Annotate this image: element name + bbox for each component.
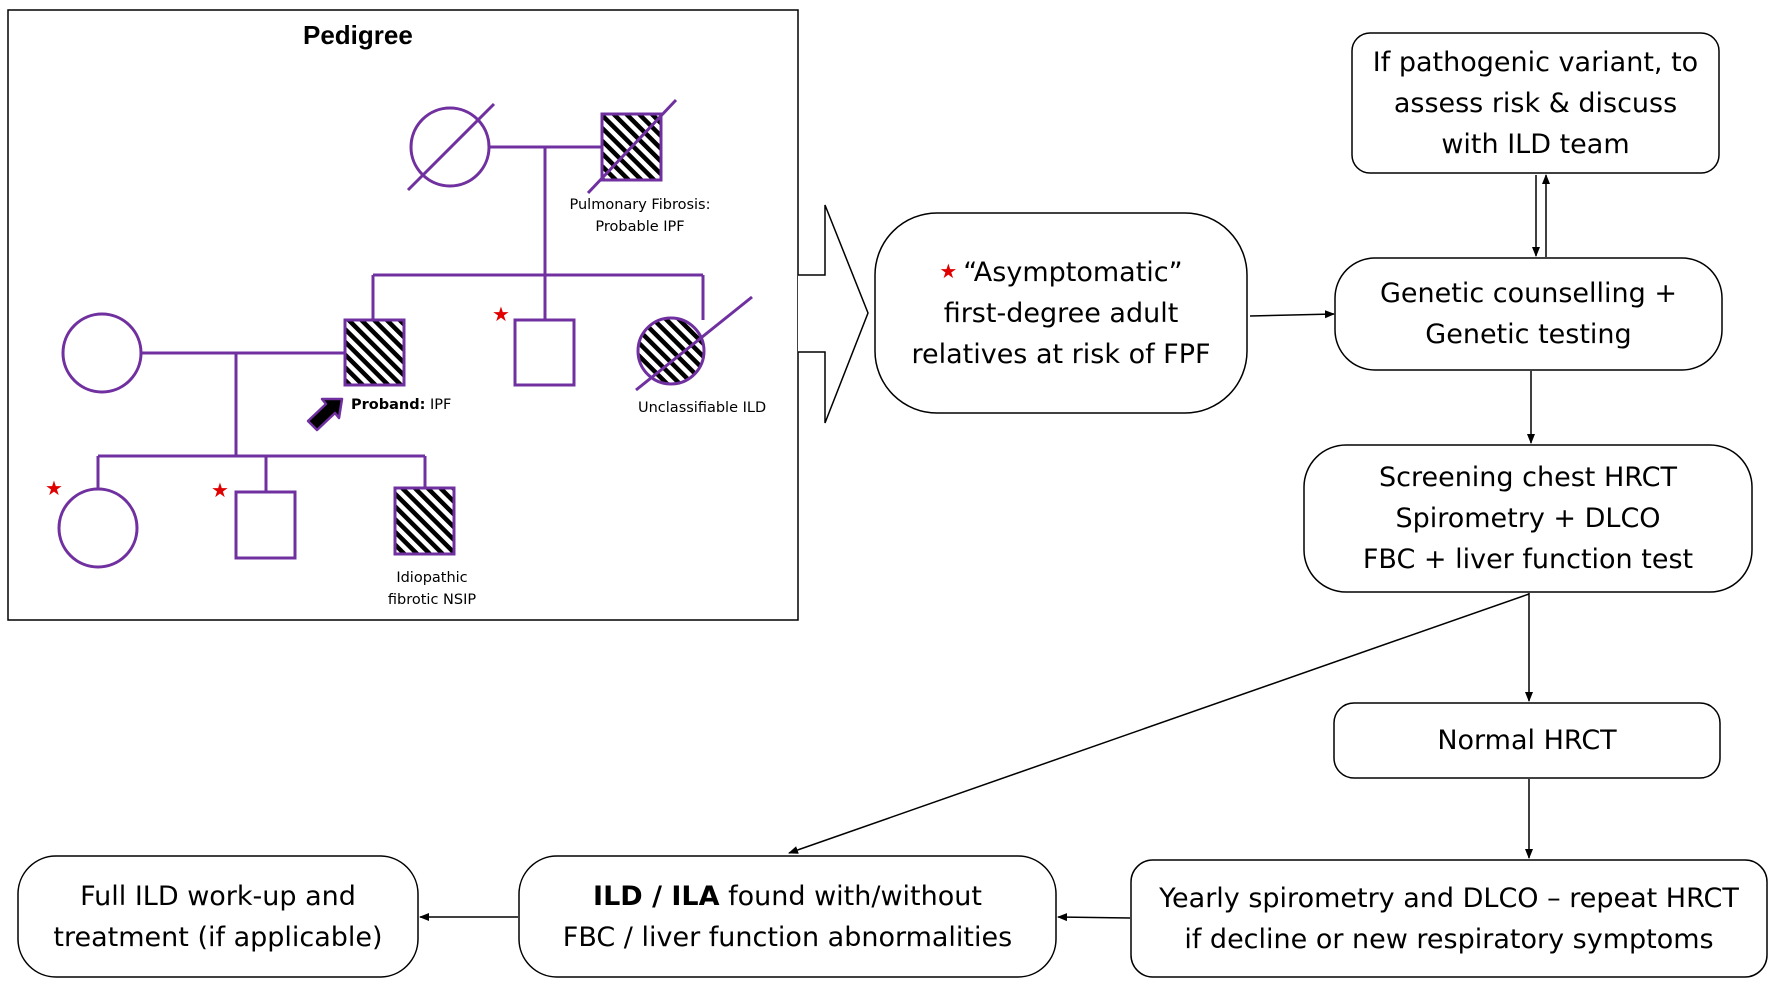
pedigree-to-relatives-arrow (798, 204, 869, 424)
affected-child-label-line2: fibrotic NSIP (387, 592, 477, 608)
sister-label: Unclassifiable ILD (638, 400, 767, 416)
screening-to-ild-arrow (788, 593, 1530, 854)
affected-child-label-line1: Idiopathic (396, 570, 468, 586)
pathogenic-line3: with ILD team (1441, 128, 1630, 160)
at-risk-line3: relatives at risk of FPF (911, 339, 1211, 370)
ild-found-box (518, 855, 1057, 978)
spouse-symbol (61, 312, 143, 394)
full-workup-box (17, 855, 419, 978)
screening-text: Screening chest HRCT Spirometry + DLCO F… (1304, 445, 1752, 592)
relatives-to-genetic-arrow (1249, 310, 1335, 319)
grandfather-label-line1: Pulmonary Fibrosis: (569, 197, 711, 213)
grandfather-deceased-slash (586, 98, 678, 195)
genetic-line2: Genetic testing (1425, 319, 1632, 350)
at-risk-line1: ★“Asymptomatic” (939, 257, 1183, 288)
at-risk-relatives-box (874, 212, 1248, 414)
ild-line2: FBC / liver function abnormalities (562, 921, 1013, 953)
workup-line1: Full ILD work-up and (80, 880, 356, 912)
screening-line3: FBC + liver function test (1362, 544, 1694, 575)
pathogenic-line2: assess risk & discuss (1393, 87, 1678, 119)
at-risk-star: ★ (939, 259, 958, 283)
grandfather-label: Pulmonary Fibrosis: Probable IPF (560, 194, 720, 238)
normal-hrct-text: Normal HRCT (1334, 703, 1720, 778)
at-risk-line2: first-degree adult (943, 298, 1179, 329)
yearly-monitoring-box (1130, 859, 1768, 978)
proband-arrow (306, 397, 344, 432)
screening-line1: Screening chest HRCT (1378, 462, 1678, 493)
sister-symbol (636, 316, 706, 386)
sibling-symbol (513, 318, 576, 387)
pedigree-title: Pedigree (303, 20, 413, 50)
proband-label-bold: Proband: (351, 397, 426, 413)
proband-label: Proband: IPF (351, 394, 451, 416)
full-workup-text: Full ILD work-up and treatment (if appli… (18, 856, 418, 977)
ild-line1-bold: ILD / ILA (593, 880, 720, 912)
workup-line2: treatment (if applicable) (53, 921, 383, 953)
daughter-symbol (57, 487, 139, 569)
daughter-star: ★ (45, 476, 63, 500)
genetic-counselling-box (1334, 257, 1723, 371)
yearly-line1: Yearly spirometry and DLCO – repeat HRCT (1159, 882, 1739, 914)
sister-deceased-slash (635, 295, 753, 392)
genetic-counselling-text: Genetic counselling + Genetic testing (1335, 258, 1722, 370)
pathogenic-variant-text: If pathogenic variant, to assess risk & … (1352, 33, 1719, 173)
screening-line2: Spirometry + DLCO (1395, 503, 1661, 534)
at-risk-relatives-text: ★“Asymptomatic” first-degree adult relat… (880, 215, 1242, 411)
ild-line1: ILD / ILA found with/without (593, 876, 982, 917)
yearly-to-ild-arrow (1057, 913, 1131, 922)
son-star: ★ (211, 478, 229, 502)
normal-hrct-box (1333, 702, 1721, 779)
yearly-monitoring-text: Yearly spirometry and DLCO – repeat HRCT… (1131, 860, 1767, 977)
affected-child-symbol (393, 486, 456, 556)
pathogenic-variant-box (1351, 32, 1720, 174)
affected-child-label: Idiopathic fibrotic NSIP (372, 567, 492, 611)
pedigree-lines (96, 145, 705, 492)
proband-label-rest: IPF (425, 397, 452, 413)
screening-box (1303, 444, 1753, 593)
proband-symbol (343, 318, 406, 387)
genetic-line1: Genetic counselling + (1380, 278, 1677, 309)
sibling-star: ★ (492, 302, 510, 326)
pathogenic-line1: If pathogenic variant, to (1372, 46, 1699, 78)
ild-found-text: ILD / ILA found with/without FBC / liver… (519, 856, 1056, 977)
son-symbol (234, 490, 297, 560)
grandfather-label-line2: Probable IPF (595, 219, 685, 235)
yearly-line2: if decline or new respiratory symptoms (1184, 923, 1714, 955)
grandmother-deceased-slash (406, 102, 496, 192)
normal-line1: Normal HRCT (1437, 725, 1617, 756)
ild-line1-rest: found with/without (719, 880, 982, 912)
